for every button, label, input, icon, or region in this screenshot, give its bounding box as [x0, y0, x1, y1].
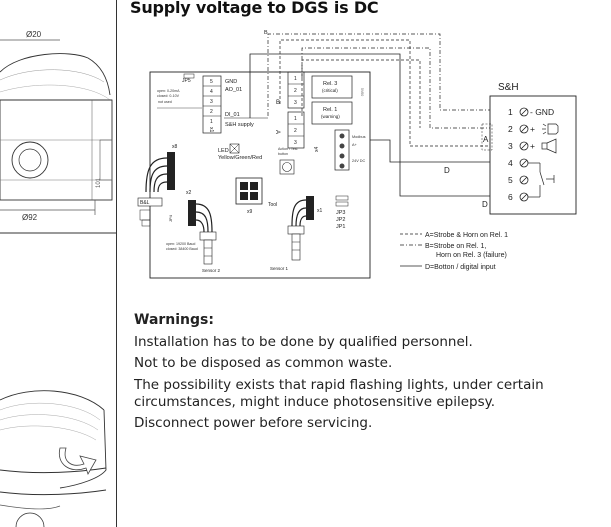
baud-closed-text: closed: 38400 Baud [166, 247, 198, 251]
x8-label: x8 [172, 144, 178, 150]
action-button [279, 159, 295, 175]
legend: A=Strobe & Horn on Rel. 1 B=Strobe on Re… [400, 232, 508, 271]
warning-line-3a: The possibility exists that rapid flashi… [134, 377, 544, 393]
jp4-label: JP4 [168, 214, 173, 222]
sh-row-5: 5 [508, 175, 513, 185]
terminal-1: 1 [210, 119, 213, 125]
legend-b2: Horn on Rel. 3 (failure) [436, 252, 507, 259]
bus-label-b: A+ [352, 143, 358, 147]
board-edge-label: 5V60 [360, 88, 364, 96]
sh-row-3: 3 [508, 141, 513, 151]
terminal-5: 5 [210, 79, 213, 85]
sh-a-label: A [483, 135, 489, 144]
legend-d: D=Botton / digital input [425, 264, 496, 271]
relay-a-label: A [274, 130, 280, 134]
push-button-icon [528, 162, 555, 198]
relay-3 [311, 75, 353, 99]
mode-open-text: open: 0-20mA [157, 89, 180, 93]
rel3-terminals [287, 71, 305, 109]
x8-connector [167, 152, 175, 190]
io-terminal-block [202, 75, 222, 134]
terminal-2: 2 [210, 109, 213, 115]
bus-label-c: 24V DC [352, 159, 366, 163]
rel3-sub: (critical) [322, 88, 338, 93]
x2-label: x2 [186, 190, 192, 196]
rel1-sub: (warning) [321, 114, 340, 119]
jp3-label: JP3 [336, 210, 345, 216]
sh-row-4: 4 [508, 158, 513, 168]
relay-1 [311, 101, 353, 125]
x1-label: x1 [317, 208, 323, 214]
terminal-3: 3 [210, 99, 213, 105]
led-indicator [229, 143, 240, 154]
warning-line-3b: circumstances, might induce photosensiti… [134, 394, 496, 410]
sh-row-1: 1 [508, 107, 513, 117]
page-title: Supply voltage to DGS is DC [130, 0, 379, 17]
gnd-label: GND [225, 79, 237, 85]
sh-row-2: 2 [508, 124, 513, 134]
jp5-label: JP5 [182, 78, 191, 84]
ao-label: AO_01 [225, 87, 242, 93]
sh-d-label-2: D [482, 200, 488, 209]
rotate-arrow-icon [58, 447, 97, 475]
wiring-diagram: JP5 open: 0-20mA closed: 0-10V not used … [137, 30, 577, 279]
mode-closed-text: closed: 0-10V [157, 94, 180, 98]
panel-divider [116, 0, 117, 527]
sh-terminal-box [489, 95, 577, 215]
rel3-label: Rel. 3 [323, 81, 337, 87]
sh-title: S&H [498, 82, 519, 93]
rel3-pin-3: 3 [294, 100, 297, 106]
x4-label: x4 [314, 147, 320, 153]
rel1-pin-2: 2 [294, 128, 297, 134]
legend-a: A=Strobe & Horn on Rel. 1 [425, 232, 508, 239]
dim-bottom-label: Ø92 [22, 213, 38, 222]
terminal-x: x1 [208, 127, 214, 133]
rel3-pin-2: 2 [294, 88, 297, 94]
led-colors: Yellow/Green/Red [218, 155, 262, 161]
rel3-pin-1: 1 [294, 76, 297, 82]
sh-plus-3: + [530, 141, 535, 151]
sh-supply-label: S&H supply [225, 122, 254, 128]
warning-line-2: Not to be disposed as common waste. [134, 355, 393, 371]
rel1-pin-1: 1 [294, 116, 297, 122]
x9-connector [235, 177, 263, 205]
rel1-pin-3: 3 [294, 140, 297, 146]
baud-open-text: open: 19200 Baud [166, 242, 195, 246]
strobe-icon [542, 123, 559, 135]
sh-row-6: 6 [508, 192, 513, 202]
not-used-text: not used [158, 100, 172, 104]
top-b-label: B [264, 30, 268, 36]
rel1-label: Rel. 1 [323, 107, 337, 113]
sh-gnd-label: - GND [530, 107, 554, 117]
led-label: LED [218, 148, 229, 154]
bl-label: B&L [140, 200, 150, 206]
horn-icon [541, 138, 557, 154]
action-sub: button [278, 152, 288, 156]
warning-line-1: Installation has to be done by qualified… [134, 334, 473, 350]
device-drawing: Ø20 101 Ø92 [0, 30, 116, 527]
rel1-terminals [287, 111, 305, 149]
sh-plus-2: + [530, 124, 535, 134]
dim-top-label: Ø20 [26, 30, 42, 39]
dim-side-label: 101 [96, 177, 102, 188]
bus-label-a: Modbus [352, 135, 366, 139]
relay-b-label: B [276, 100, 280, 106]
device-drawing-panel: Ø20 101 Ø92 [0, 0, 116, 527]
bus-terminals [334, 129, 350, 171]
tool-label: Tool [268, 202, 277, 208]
di-label: DI_01 [225, 112, 240, 118]
jp2-label: JP2 [336, 217, 345, 223]
sensor1-label: Sensor 1 [270, 266, 289, 271]
sh-d-label-1: D [444, 166, 450, 175]
warnings-heading: Warnings: [134, 312, 214, 328]
action-label: Action / Test [278, 147, 298, 151]
terminal-4: 4 [210, 89, 213, 95]
sensor2-label: Sensor 2 [202, 268, 221, 273]
x9-label: x9 [247, 209, 253, 215]
controller-board [149, 71, 371, 279]
legend-b1: B=Strobe on Rel. 1, [425, 243, 486, 250]
warning-line-4: Disconnect power before servicing. [134, 415, 373, 431]
jp1-label: JP1 [336, 224, 345, 230]
